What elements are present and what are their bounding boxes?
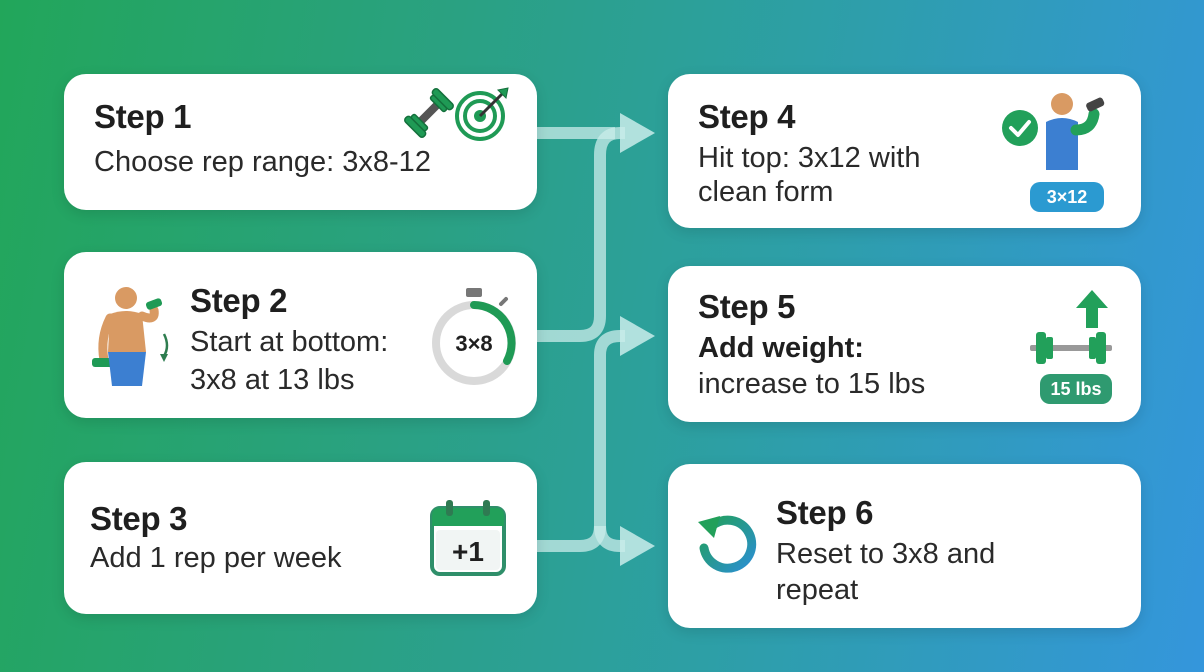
step-3-card: Step 3 Add 1 rep per week +1 [64, 462, 537, 614]
step-1-text: Choose rep range: 3x8-12 [94, 146, 431, 178]
step-6-card: Step 6 Reset to 3x8 and repeat [668, 464, 1141, 628]
barbell-icon [1030, 332, 1112, 364]
calendar-label: +1 [452, 536, 484, 567]
step-4-text-line-2: clean form [698, 176, 834, 208]
calendar-icon: +1 [430, 500, 506, 576]
step-5-card: Step 5 Add weight: increase to 15 lbs 15… [668, 266, 1141, 422]
checkmark-icon [1002, 110, 1038, 146]
reset-arrow-icon [698, 515, 757, 573]
step-1-title: Step 1 [94, 98, 192, 135]
up-arrow-icon [1076, 290, 1108, 328]
step-2-card: Step 2 Start at bottom: 3x8 at 13 lbs 3×… [64, 252, 537, 418]
step-2-title: Step 2 [190, 282, 288, 319]
step-5-badge: 15 lbs [1040, 374, 1112, 404]
step-5-text: increase to 15 lbs [698, 368, 926, 400]
step-5-title: Step 5 [698, 288, 796, 325]
step-5-text-bold: Add weight: [698, 330, 864, 366]
step-2-text-line-1: Start at bottom: [190, 326, 389, 358]
person-flexing-icon [1046, 93, 1105, 170]
step-4-card: Step 4 Hit top: 3x12 with clean form 3×1… [668, 74, 1141, 228]
arrowhead-to-step5 [620, 316, 655, 356]
arrowhead-to-step6 [620, 526, 655, 566]
stopwatch-label: 3×8 [455, 331, 492, 356]
step-4-text-line-1: Hit top: 3x12 with [698, 142, 921, 174]
step-1-card: Step 1 Choose rep range: 3x8-12 [64, 74, 537, 210]
step-6-text-line-2: repeat [776, 574, 859, 606]
step-4-title: Step 4 [698, 98, 796, 135]
arrowhead-to-step4 [620, 113, 655, 153]
step-3-title: Step 3 [90, 500, 188, 537]
stopwatch-icon: 3×8 [432, 288, 516, 385]
step-4-badge: 3×12 [1030, 182, 1104, 212]
person-curling-dumbbell-icon [92, 287, 169, 386]
step-3-text: Add 1 rep per week [90, 542, 342, 574]
step-2-text-line-2: 3x8 at 13 lbs [190, 364, 355, 396]
target-icon [455, 87, 509, 141]
step-6-title: Step 6 [776, 494, 874, 531]
dumbbell-icon [404, 88, 454, 138]
step-5-bold-label: Add weight: [698, 332, 864, 364]
step-6-text-line-1: Reset to 3x8 and [776, 538, 996, 570]
